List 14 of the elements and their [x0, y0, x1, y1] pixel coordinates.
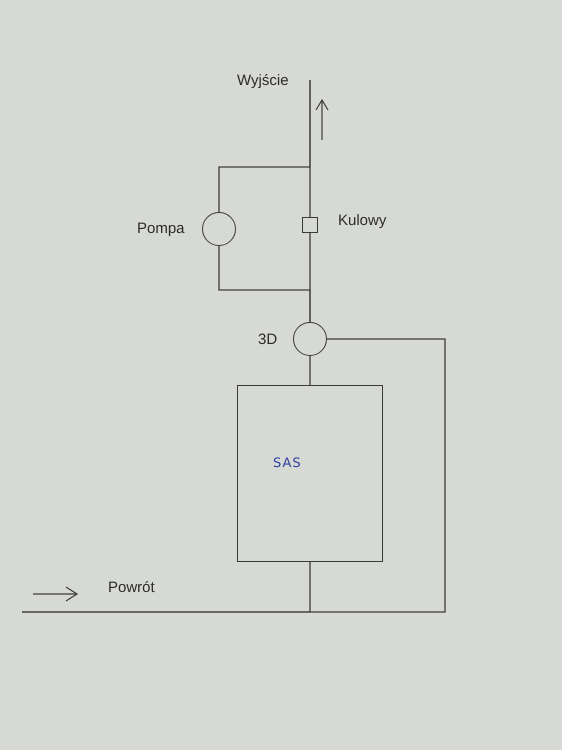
component-label: 3D — [258, 331, 278, 348]
return-label: Powrót — [108, 579, 155, 596]
pipe-line — [22, 338, 446, 613]
pipe-line — [309, 233, 311, 322]
circle-symbol — [293, 322, 327, 356]
unit-box — [237, 385, 383, 562]
outlet-label: Wyjście — [237, 72, 289, 89]
component-label: Pompa — [137, 220, 185, 237]
component-label: Kulowy — [338, 212, 386, 229]
valve-square — [302, 217, 318, 233]
unit-label: SAS — [273, 456, 302, 471]
circle-symbol — [202, 212, 236, 246]
pipe-line — [309, 80, 311, 217]
pipe-line — [309, 356, 311, 385]
